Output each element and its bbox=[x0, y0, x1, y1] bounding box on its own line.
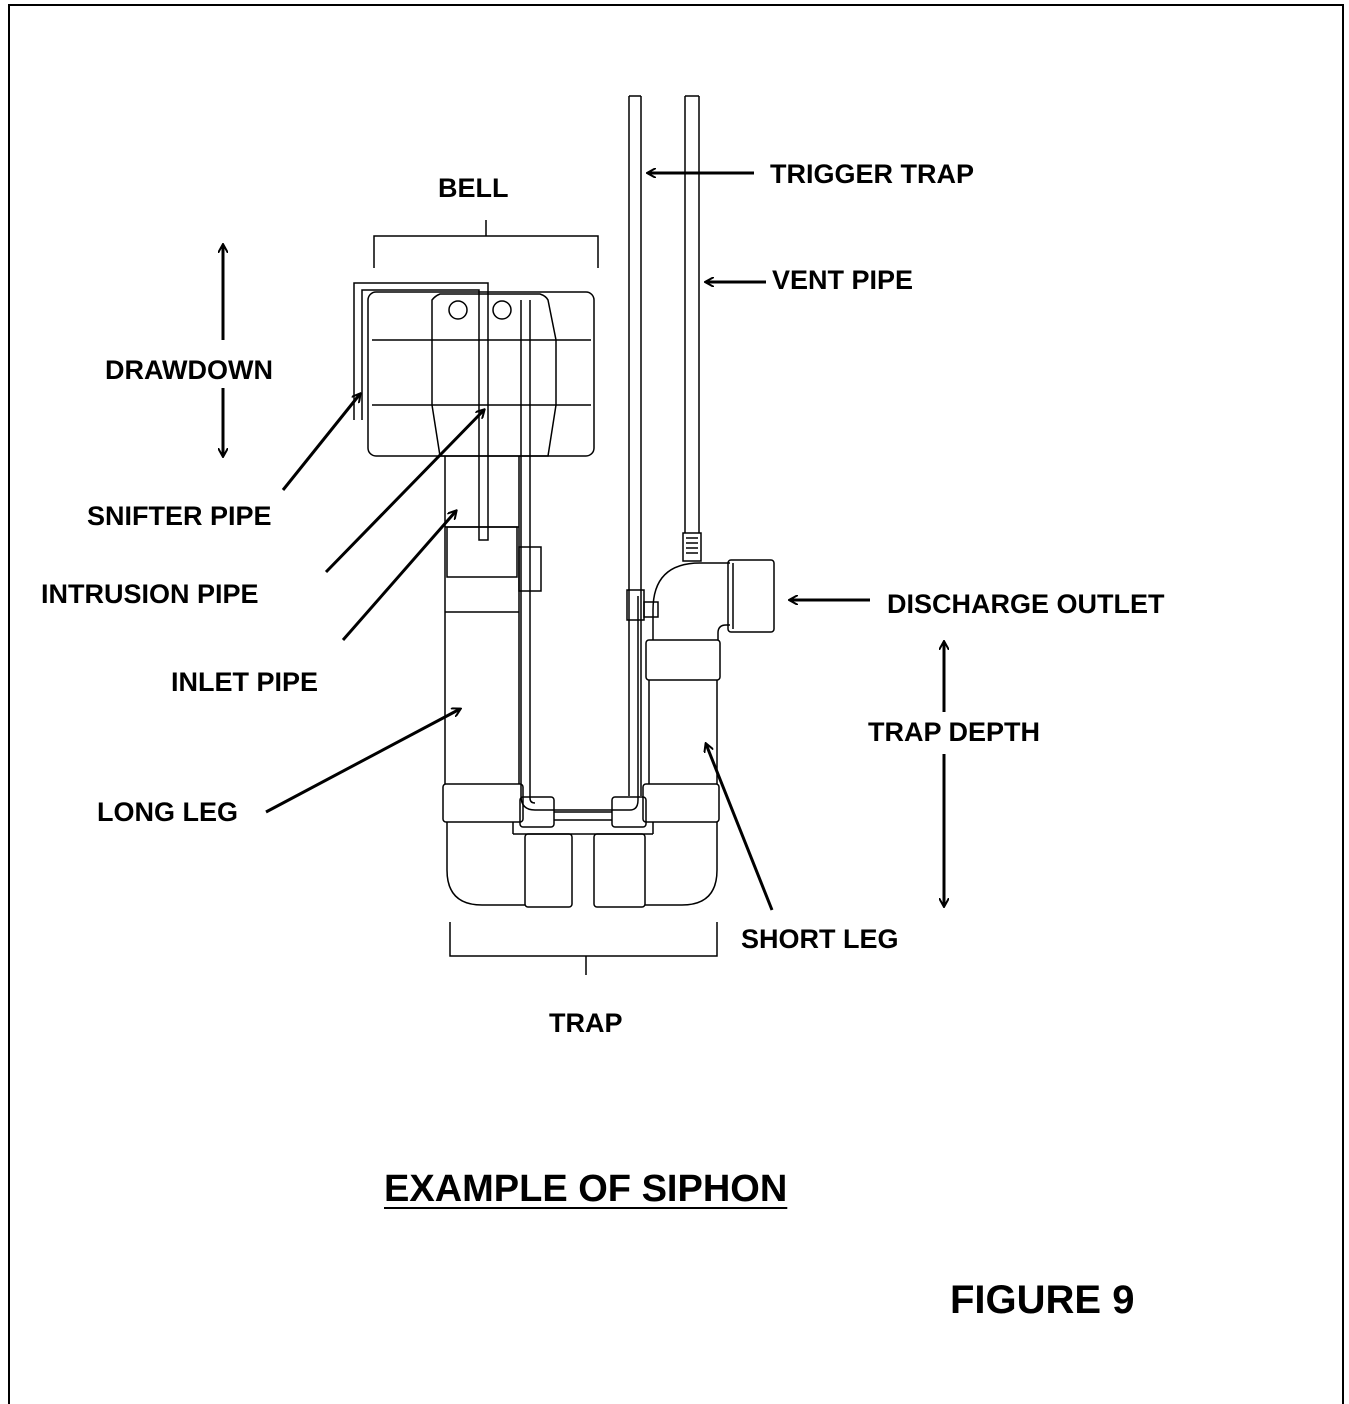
inlet-pipe-label: INLET PIPE bbox=[171, 667, 319, 697]
short-leg-label: SHORT LEG bbox=[741, 924, 899, 954]
bell bbox=[367, 291, 595, 457]
snifter-pipe-label: SNIFTER PIPE bbox=[87, 501, 272, 531]
discharge-elbow bbox=[652, 559, 775, 640]
snifter-pipe-arrow bbox=[281, 394, 360, 491]
long-leg bbox=[442, 456, 524, 823]
discharge-outlet-label: DISCHARGE OUTLET bbox=[887, 589, 1165, 619]
intrusion-pipe bbox=[520, 300, 639, 811]
trap-bottom bbox=[446, 796, 718, 908]
intrusion-pipe-label: INTRUSION PIPE bbox=[41, 579, 259, 609]
short-leg bbox=[642, 639, 721, 823]
trap-depth-label: TRAP DEPTH bbox=[868, 717, 1041, 747]
short-leg-arrow bbox=[706, 744, 774, 911]
figure-number: FIGURE 9 bbox=[950, 1278, 1135, 1322]
long-leg-arrow bbox=[265, 709, 460, 814]
trap-bracket bbox=[449, 922, 718, 975]
diagram-title: EXAMPLE OF SIPHON bbox=[384, 1168, 788, 1210]
snifter-pipe bbox=[353, 282, 489, 541]
trap-label: TRAP bbox=[549, 1008, 623, 1038]
vent-pipe bbox=[684, 95, 700, 533]
bell-bracket bbox=[373, 220, 599, 268]
bell-label: BELL bbox=[438, 173, 509, 203]
long-leg-label: LONG LEG bbox=[97, 797, 238, 827]
inlet-pipe-arrow bbox=[341, 511, 456, 641]
trigger-trap-pipe bbox=[628, 95, 642, 796]
trigger-trap-label: TRIGGER TRAP bbox=[770, 159, 975, 189]
drawdown-label: DRAWDOWN bbox=[105, 355, 273, 385]
intrusion-pipe-arrow bbox=[324, 410, 484, 574]
page-frame bbox=[8, 4, 1344, 1404]
vent-pipe-label: VENT PIPE bbox=[772, 265, 914, 295]
